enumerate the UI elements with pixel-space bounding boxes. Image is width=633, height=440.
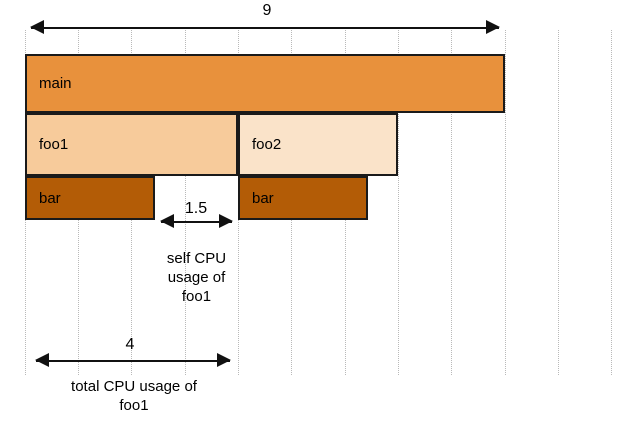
frame-main[interactable]: main (25, 54, 505, 113)
arrow-head-left-icon (30, 20, 44, 34)
frame-foo1[interactable]: foo1 (25, 113, 238, 176)
arrow-shaft (36, 360, 230, 362)
gridline-9 (505, 30, 506, 375)
frame-foo2-label: foo2 (252, 136, 282, 153)
self-cpu-caption-line2: usage of (167, 268, 226, 286)
arrow-shaft (31, 27, 499, 29)
frame-bar-right[interactable]: bar (238, 176, 368, 220)
gridline-3 (185, 30, 186, 375)
total-cpu-caption-line2: foo1 (119, 396, 149, 414)
total-width-value: 9 (262, 2, 272, 19)
self-cpu-caption: self CPU usage of foo1 (133, 250, 260, 306)
total-cpu-caption-line1: total CPU usage of (71, 378, 197, 395)
gridline-8 (451, 30, 452, 375)
arrow-head-left-icon (35, 353, 49, 367)
arrow-head-left-icon (160, 214, 174, 228)
frame-main-label: main (39, 75, 72, 92)
total-cpu-caption: total CPU usage of foo1 (37, 378, 231, 416)
arrow-shaft (161, 221, 232, 223)
self-cpu-caption-line1: self CPU (166, 250, 227, 267)
self-cpu-value: 1.5 (184, 200, 208, 217)
self-cpu-caption-line3: foo1 (181, 287, 212, 305)
gridline-7 (398, 30, 399, 375)
arrow-head-right-icon (217, 353, 231, 367)
frame-foo1-label: foo1 (39, 136, 69, 153)
frame-bar-left[interactable]: bar (25, 176, 155, 220)
gridline-10 (558, 30, 559, 375)
arrow-head-right-icon (219, 214, 233, 228)
frame-bar-right-label: bar (252, 189, 274, 207)
gridline-11 (611, 30, 612, 375)
frame-foo2[interactable]: foo2 (238, 113, 398, 176)
arrow-head-right-icon (486, 20, 500, 34)
frame-bar-left-label: bar (39, 189, 61, 207)
total-cpu-value: 4 (125, 336, 135, 353)
